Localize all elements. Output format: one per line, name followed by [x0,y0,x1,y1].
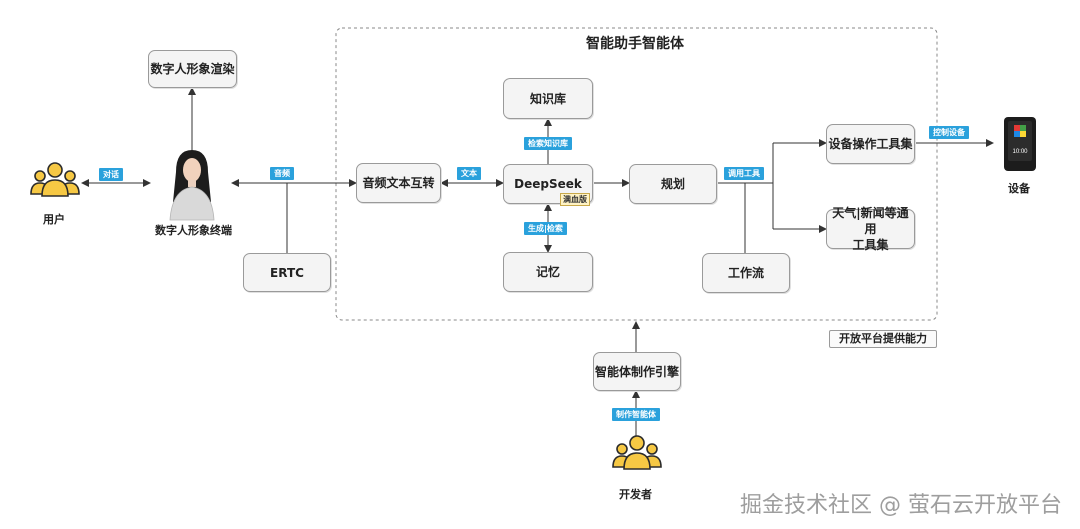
tag-control-device: 控制设备 [929,126,969,139]
general-tools-line2: 工具集 [852,238,889,252]
tag-audio: 音频 [270,167,294,180]
tag-dialog: 对话 [99,168,123,181]
general-tools-line1: 天气|新闻等通用 [832,206,909,236]
node-digital-human-render: 数字人形象渲染 [148,50,237,88]
node-planning: 规划 [629,164,717,204]
tag-call-tools: 调用工具 [724,167,764,180]
tag-generate-retrieve: 生成|检索 [524,222,567,235]
tag-make-agent: 制作智能体 [612,408,660,421]
label-digital-human-terminal: 数字人形象终端 [155,224,232,237]
node-audio-text-convert: 音频文本互转 [356,163,441,203]
label-developer: 开发者 [619,488,652,501]
container-title: 智能助手智能体 [586,36,684,52]
node-general-tools: 天气|新闻等通用 工具集 [826,206,915,252]
node-memory: 记忆 [503,252,593,292]
agent-container [335,27,938,321]
tag-text: 文本 [457,167,481,180]
developer-icon [612,435,662,470]
watermark: 掘金技术社区 @ 萤石云开放平台 [740,493,1062,518]
node-device-tools: 设备操作工具集 [826,124,915,164]
tag-retrieve-knowledge: 检索知识库 [524,137,572,150]
connectors [81,87,994,436]
digital-human-avatar-icon [169,150,215,221]
label-device: 设备 [1008,182,1030,195]
label-user: 用户 [43,213,65,226]
node-knowledge-base: 知识库 [503,78,593,119]
device-screen-time: 10:00 [1012,149,1028,155]
smart-device-icon: 10:00 [1004,117,1036,171]
node-ertc: ERTC [243,253,331,292]
deepseek-badge: 满血版 [560,193,590,206]
user-icon [30,162,80,197]
node-workflow: 工作流 [702,253,790,293]
node-footnote-open-platform: 开放平台提供能力 [829,330,937,348]
node-agent-engine: 智能体制作引擎 [593,352,681,391]
